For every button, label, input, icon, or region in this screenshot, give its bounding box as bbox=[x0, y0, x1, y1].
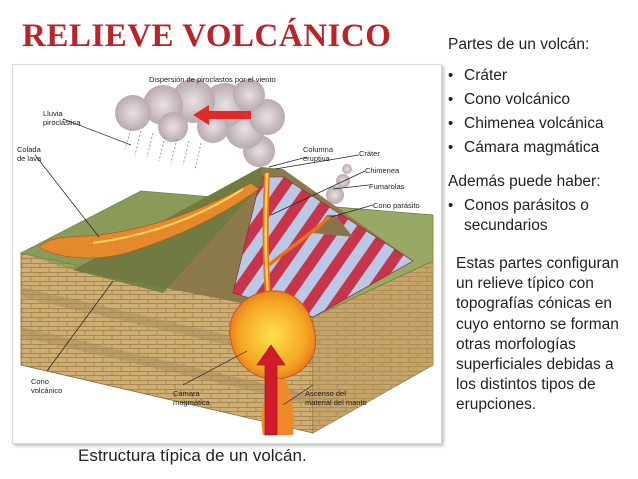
bullet-icon: • bbox=[448, 91, 454, 108]
label-camara: Cámara magmática bbox=[173, 389, 210, 407]
label-chimenea: Chimenea bbox=[365, 166, 400, 175]
list-item: •Conos parásitos o secundarios bbox=[448, 197, 589, 234]
description-paragraph: Estas partes configuran un relieve típic… bbox=[456, 255, 619, 414]
label-cono: Cono volcánico bbox=[31, 377, 63, 395]
label-dispersion: Dispersión de piroclastos por el viento bbox=[149, 75, 276, 84]
list-item: •Chimenea volcánica bbox=[448, 112, 604, 136]
list-item: •Cámara magmática bbox=[448, 136, 604, 160]
volcano-diagram: Dispersión de piroclastos por el viento … bbox=[12, 64, 442, 444]
label-fumarolas: Fumarolas bbox=[369, 182, 405, 191]
label-columna: Columna eruptiva bbox=[303, 145, 334, 163]
label-ascenso: Ascenso del material del manto bbox=[305, 389, 367, 407]
bullet-icon: • bbox=[448, 197, 454, 214]
list-item: •Cono volcánico bbox=[448, 88, 604, 112]
extras-heading: Además puede haber: bbox=[448, 173, 601, 190]
parts-heading: Partes de un volcán: bbox=[448, 36, 590, 53]
figure-caption: Estructura típica de un volcán. bbox=[78, 446, 307, 465]
page-title: RELIEVE VOLCÁNICO bbox=[22, 18, 392, 54]
volcano-illustration bbox=[19, 79, 434, 436]
label-parasito: Cono parásito bbox=[373, 201, 420, 210]
bullet-icon: • bbox=[448, 115, 454, 132]
label-crater: Cráter bbox=[359, 149, 380, 158]
bullet-icon: • bbox=[448, 67, 454, 84]
list-item: •Cráter bbox=[448, 64, 604, 88]
parts-list: •Cráter •Cono volcánico •Chimenea volcán… bbox=[448, 64, 604, 160]
label-lluvia: Lluvia piroclástica bbox=[43, 109, 81, 127]
bullet-icon: • bbox=[448, 139, 454, 156]
extras-list: •Conos parásitos o secundarios bbox=[448, 196, 634, 236]
label-colada: Colada de lava bbox=[17, 145, 42, 163]
